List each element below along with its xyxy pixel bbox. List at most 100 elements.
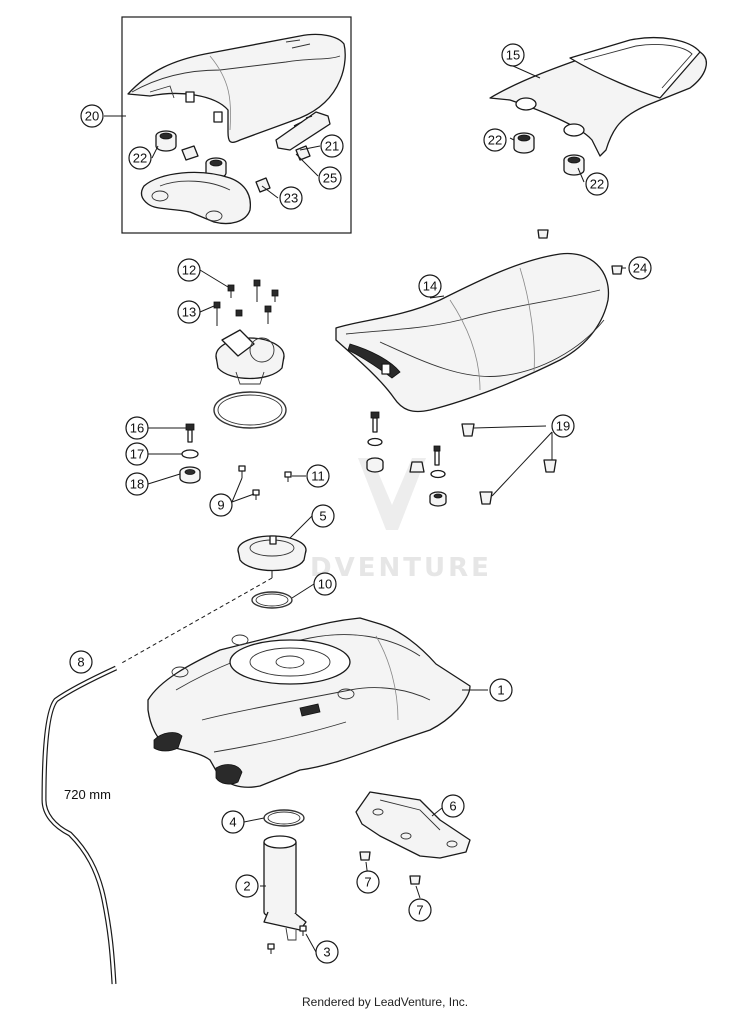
callout-label: 2	[243, 879, 250, 894]
part-24-screws	[537, 229, 623, 275]
part-1-fuel-tank	[147, 617, 471, 788]
callout-circle	[408, 898, 432, 922]
part-8-hose	[41, 665, 118, 985]
callout-circle	[69, 650, 93, 674]
callout-22b: 22	[483, 128, 507, 152]
callout-circle	[318, 166, 342, 190]
part-2-fuel-pump	[263, 835, 307, 941]
fuel-cap-seal	[213, 391, 287, 429]
inset-frame	[121, 16, 352, 234]
callout-label: 7	[364, 875, 371, 890]
callout-label: 13	[182, 305, 196, 320]
callout-4: 4	[221, 810, 245, 834]
part-9-11-screws	[238, 465, 292, 500]
callout-circle	[125, 416, 149, 440]
callout-14: 14	[418, 274, 442, 298]
callout-circle	[221, 810, 245, 834]
callout-11: 11	[306, 464, 330, 488]
callout-8: 8	[69, 650, 93, 674]
callout-22a: 22	[128, 146, 152, 170]
callout-label: 11	[311, 469, 325, 484]
part-21-bracket	[275, 111, 331, 151]
callout-label: 24	[633, 261, 647, 276]
part-20-passenger-seat	[127, 33, 346, 143]
footer-credit: Rendered by LeadVenture, Inc.	[302, 995, 468, 1009]
callout-circle	[628, 256, 652, 280]
callout-1: 1	[489, 678, 513, 702]
callout-circle	[125, 472, 149, 496]
callout-25: 25	[318, 166, 342, 190]
callout-circle	[483, 128, 507, 152]
callout-circle	[209, 493, 233, 517]
callout-circle	[551, 414, 575, 438]
callout-17: 17	[125, 442, 149, 466]
part-15-seat-cover	[489, 37, 707, 157]
callout-label: 4	[229, 815, 236, 830]
callout-10: 10	[313, 572, 337, 596]
callout-label: 8	[77, 655, 84, 670]
callout-23: 23	[279, 186, 303, 210]
callout-label: 12	[182, 263, 196, 278]
callout-circle	[311, 504, 335, 528]
watermark-text: DVENTURE	[310, 553, 492, 583]
callout-19: 19	[551, 414, 575, 438]
callout-circle	[128, 146, 152, 170]
callout-label: 3	[323, 945, 330, 960]
callout-6: 6	[441, 794, 465, 818]
part-3-screws	[267, 925, 307, 954]
callout-circle	[235, 874, 259, 898]
part-4-o-ring	[263, 809, 305, 827]
callout-label: 6	[449, 799, 456, 814]
hose-length-label: 720 mm	[64, 787, 111, 802]
callout-label: 23	[284, 191, 298, 206]
callout-18: 18	[125, 472, 149, 496]
leader-lines	[104, 65, 626, 953]
part-10-gasket	[251, 591, 293, 609]
callout-circle	[441, 794, 465, 818]
callout-label: 17	[130, 447, 144, 462]
callout-circle	[80, 104, 104, 128]
fuel-cap-assembly	[215, 329, 285, 385]
callout-label: 14	[423, 279, 437, 294]
watermark: DVENTURE	[310, 458, 492, 583]
callout-label: 7	[416, 903, 423, 918]
callout-label: 25	[323, 171, 337, 186]
part-19-seat-mounts	[366, 411, 557, 507]
callout-5: 5	[311, 504, 335, 528]
callout-label: 10	[318, 577, 332, 592]
part-16-17-18-hardware	[179, 423, 201, 484]
callout-label: 16	[130, 421, 144, 436]
callout-13: 13	[177, 300, 201, 324]
callout-circle	[177, 300, 201, 324]
watermark-logo	[358, 458, 426, 530]
callout-circle	[279, 186, 303, 210]
callout-circle	[418, 274, 442, 298]
callout-label: 18	[130, 477, 144, 492]
callout-label: 15	[506, 48, 520, 63]
part-12-13-screws	[213, 279, 279, 326]
hose-routing-dashed	[119, 577, 273, 665]
part-7-screws	[359, 851, 421, 885]
callout-circle	[125, 442, 149, 466]
callout-21: 21	[320, 134, 344, 158]
part-22-bumpers-cover	[513, 132, 585, 176]
callout-7b: 7	[408, 898, 432, 922]
part-22-bumper-inset	[155, 130, 227, 179]
callout-12: 12	[177, 258, 201, 282]
part-14-rider-seat	[335, 252, 610, 413]
callout-circle	[315, 940, 339, 964]
callout-label: 22	[133, 151, 147, 166]
callout-3: 3	[315, 940, 339, 964]
callout-label: 22	[590, 177, 604, 192]
callout-22c: 22	[585, 172, 609, 196]
callout-circle	[177, 258, 201, 282]
callout-label: 1	[497, 683, 504, 698]
callout-20: 20	[80, 104, 104, 128]
callout-9: 9	[209, 493, 233, 517]
callout-circle	[313, 572, 337, 596]
callout-24: 24	[628, 256, 652, 280]
callout-2: 2	[235, 874, 259, 898]
callout-circle	[489, 678, 513, 702]
callout-circle	[306, 464, 330, 488]
